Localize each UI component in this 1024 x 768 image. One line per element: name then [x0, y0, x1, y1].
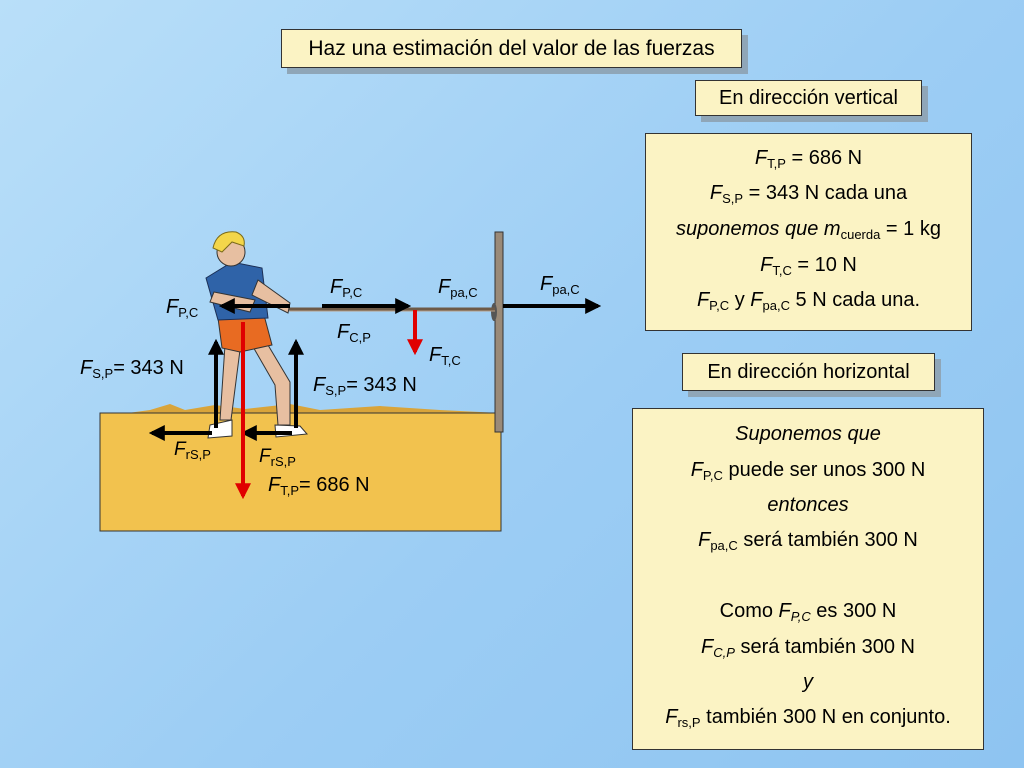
mass-subscript: cuerda [840, 227, 881, 242]
force-subscript: T,C [441, 353, 461, 368]
force-value: también 300 N en conjunto. [700, 706, 951, 728]
force-symbol: F [166, 296, 179, 318]
force-subscript: T,C [772, 263, 792, 278]
force-symbol: F [540, 273, 553, 295]
force-value: será también 300 N [737, 529, 918, 551]
force-subscript: S,P [325, 383, 347, 398]
force-subscript: P,C [178, 305, 199, 320]
horizontal-panel: Suponemos que FP,C puede ser unos 300 N … [632, 408, 984, 750]
force-value: = 343 N [346, 374, 417, 396]
ground [99, 404, 502, 532]
label-ftp: FT,P= 686 N [268, 474, 370, 497]
force-symbol: F [709, 182, 723, 204]
force-subscript: T,P [767, 156, 786, 171]
vertical-line-2: FS,P = 343 N cada una [646, 182, 971, 205]
force-symbol: F [750, 289, 763, 311]
vertical-heading: En dirección vertical [695, 80, 922, 116]
force-subscript: S,P [722, 191, 744, 206]
mass-value: = 1 kg [880, 218, 941, 240]
force-symbol: F [313, 374, 326, 396]
label-fcp: FC,P [337, 321, 371, 344]
vertical-panel: FT,P = 686 N FS,P = 343 N cada una supon… [645, 133, 972, 331]
force-subscript: C,P [713, 645, 735, 660]
label-fpa-c-2: Fpa,C [540, 273, 580, 296]
horizontal-line-8: Frs,P también 300 N en conjunto. [633, 706, 983, 729]
horizontal-line-5: Como FP,C es 300 N [633, 600, 983, 623]
force-subscript: P,C [342, 285, 363, 300]
vertical-line-1: FT,P = 686 N [646, 147, 971, 170]
force-arrows [148, 298, 602, 441]
force-value: es 300 N [810, 600, 897, 622]
force-value: = 686 N [785, 147, 863, 169]
force-symbol: F [268, 474, 281, 496]
force-symbol: F [337, 321, 350, 343]
force-symbol: F [701, 636, 714, 658]
force-symbol: F [698, 529, 711, 551]
force-value: = 10 N [791, 254, 857, 276]
force-symbol: F [174, 439, 186, 460]
label-frsp-2: FrS,P [259, 446, 296, 468]
label-fsp-right: FS,P= 343 N [313, 374, 417, 397]
label-fpc-left: FP,C [166, 296, 198, 319]
horizontal-line-4: Fpa,C será también 300 N [633, 529, 983, 552]
vertical-heading-text: En dirección vertical [719, 86, 898, 109]
force-symbol: F [690, 459, 703, 481]
force-value: 5 N cada una. [789, 289, 921, 311]
horizontal-line-3: entonces [767, 494, 849, 516]
force-value: será también 300 N [734, 636, 915, 658]
label-fpa-c-1: Fpa,C [438, 276, 478, 299]
force-symbol: F [429, 344, 442, 366]
force-subscript: rS,P [185, 447, 211, 462]
force-symbol: F [696, 289, 710, 311]
horizontal-line-2: FP,C puede ser unos 300 N [633, 459, 983, 482]
conjunction-text: y [729, 289, 751, 311]
force-value: = 343 N [113, 357, 184, 379]
label-fsp-left: FS,P= 343 N [80, 357, 184, 380]
label-ftc: FT,C [429, 344, 461, 367]
horizontal-line-7: y [803, 671, 813, 693]
force-symbol: F [438, 276, 451, 298]
horizontal-line-1: Suponemos que [735, 423, 881, 445]
label-fpc-top: FP,C [330, 276, 362, 299]
force-symbol: F [259, 446, 271, 467]
force-subscript: C,P [349, 330, 371, 345]
force-subscript: rS,P [270, 454, 296, 469]
force-subscript: S,P [92, 366, 114, 381]
force-symbol: F [754, 147, 768, 169]
slide-title-text: Haz una estimación del valor de las fuer… [308, 36, 715, 60]
assumption-text: suponemos que [676, 218, 824, 240]
force-symbol: F [665, 706, 678, 728]
force-subscript: pa,C [552, 282, 580, 297]
label-frsp-1: FrS,P [174, 439, 211, 461]
force-subscript: pa,C [710, 538, 738, 553]
mass-symbol: m [823, 218, 841, 240]
force-subscript: P,C [709, 298, 730, 313]
force-symbol: F [778, 600, 791, 622]
force-subscript: P,C [790, 609, 811, 624]
vertical-line-3: suponemos que mcuerda = 1 kg [646, 218, 971, 241]
force-value: = 686 N [299, 474, 370, 496]
force-symbol: F [330, 276, 343, 298]
force-subscript: T,P [280, 483, 300, 498]
horizontal-heading: En dirección horizontal [682, 353, 935, 391]
force-value: puede ser unos 300 N [722, 459, 926, 481]
force-subscript: pa,C [450, 285, 478, 300]
force-value: = 343 N cada una [743, 182, 908, 204]
force-subscript: pa,C [762, 298, 790, 313]
force-subscript: P,C [702, 468, 723, 483]
force-symbol: F [760, 254, 773, 276]
lead-text: Como [719, 600, 779, 622]
force-symbol: F [80, 357, 93, 379]
post [491, 231, 504, 433]
vertical-line-4: FT,C = 10 N [646, 254, 971, 277]
force-subscript: rs,P [677, 715, 701, 730]
vertical-line-5: FP,C y Fpa,C 5 N cada una. [646, 289, 971, 312]
horizontal-heading-text: En dirección horizontal [707, 360, 910, 383]
horizontal-line-6: FC,P será también 300 N [633, 636, 983, 659]
slide-title: Haz una estimación del valor de las fuer… [281, 29, 742, 68]
